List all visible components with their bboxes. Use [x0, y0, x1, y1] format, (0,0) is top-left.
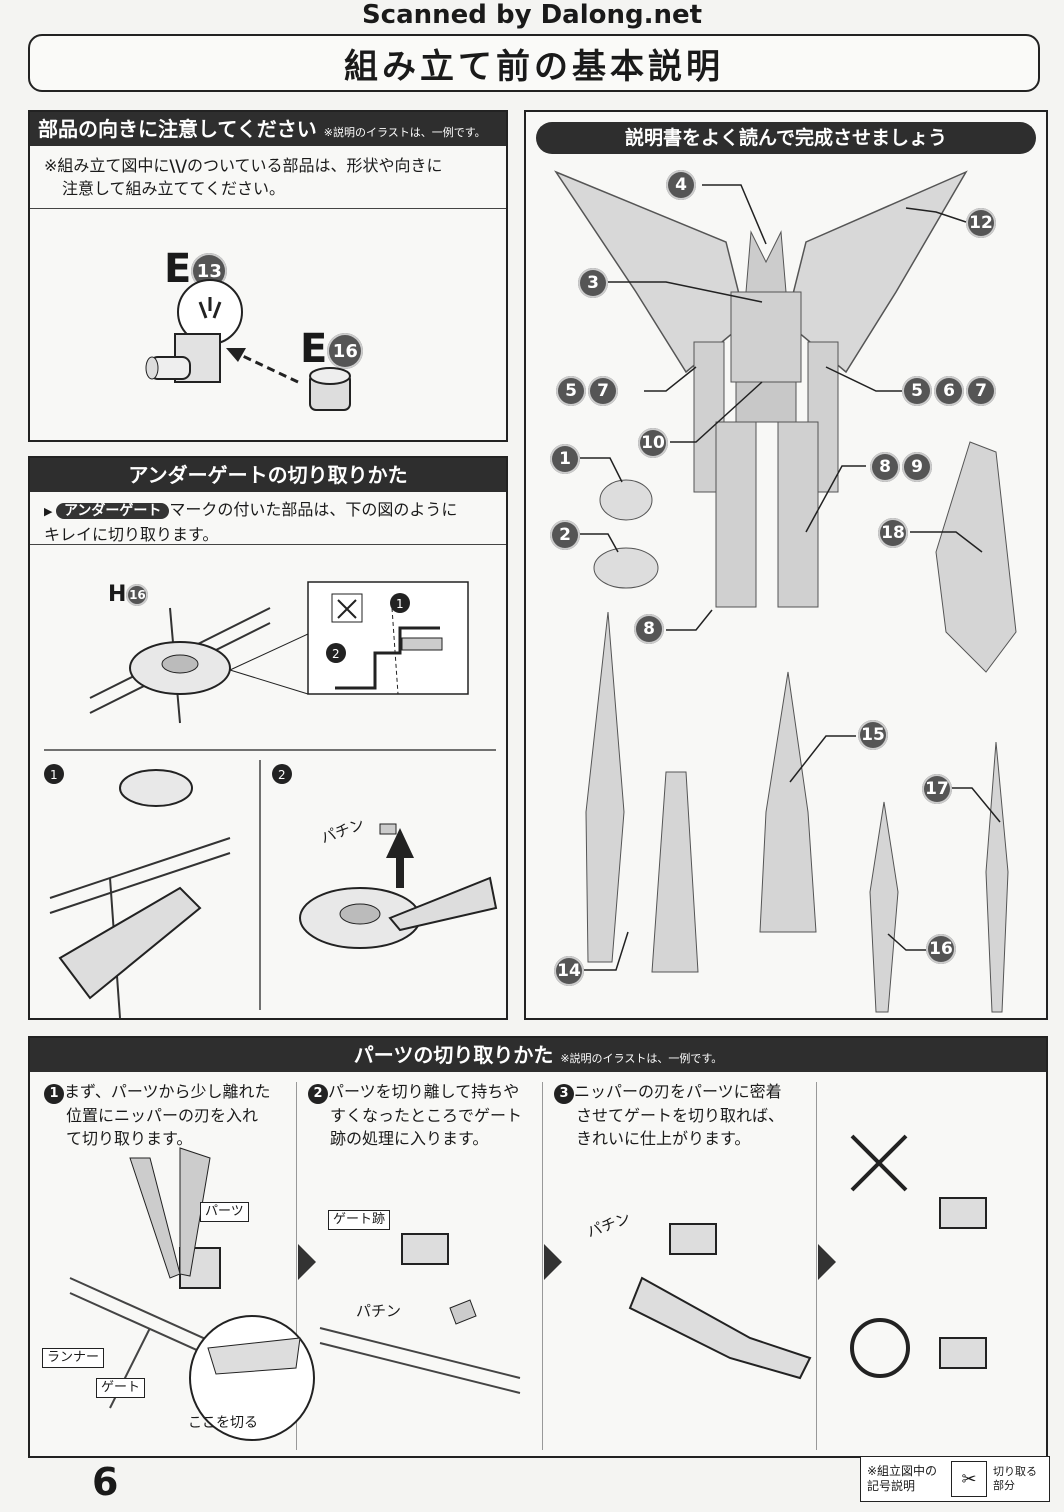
cutting-note: ※説明のイラストは、一例です。: [560, 1052, 723, 1065]
callout-12: 12: [966, 208, 996, 238]
cutting-header: パーツの切り取りかた ※説明のイラストは、一例です。: [30, 1038, 1046, 1072]
orientation-header: 部品の向きに注意してください ※説明のイラストは、一例です。: [30, 112, 506, 146]
orientation-body-2: 注意して組み立ててください。: [62, 179, 286, 198]
label-gate: ゲート: [96, 1378, 146, 1398]
complete-title: 説明書をよく読んで完成させましょう: [624, 127, 948, 149]
page-number: 6: [92, 1460, 119, 1504]
callout-10: 10: [638, 428, 668, 458]
cutting-sfx-2: パチン: [356, 1302, 402, 1320]
cutting-illustration: [69, 1134, 987, 1441]
callout-2: 2: [550, 520, 580, 550]
complete-panel: 説明書をよく読んで完成させましょう: [524, 110, 1048, 1020]
callout-16: 16: [926, 934, 956, 964]
page-title: 組み立て前の基本説明: [28, 34, 1040, 92]
orientation-note: ※説明のイラストは、一例です。: [323, 126, 486, 139]
orientation-panel: 部品の向きに注意してください ※説明のイラストは、一例です。 ※組み立て図中に\…: [28, 110, 508, 442]
undergate-body-2: キレイに切り取ります。: [44, 525, 219, 544]
orientation-title: 部品の向きに注意してください: [38, 117, 317, 141]
callout-17: 17: [922, 774, 952, 804]
svg-text:1: 1: [396, 597, 404, 611]
orientation-illustration: [145, 279, 351, 411]
cutting-title: パーツの切り取りかた: [353, 1043, 554, 1067]
undergate-illustration: 1 2 1 2: [44, 581, 498, 1019]
undergate-body-1: マークの付いた部品は、下の図のように: [169, 500, 458, 519]
undergate-badge: アンダーゲート: [55, 503, 170, 519]
callout-15: 15: [858, 720, 888, 750]
legend-title: ※組立図中の 記号説明: [867, 1464, 938, 1493]
label-gate-mark: ゲート跡: [328, 1210, 391, 1230]
undergate-header: アンダーゲートの切り取りかた: [30, 458, 506, 492]
callout-14: 14: [554, 956, 584, 986]
undergate-title: アンダーゲートの切り取りかた: [128, 463, 408, 487]
gundam-illustration: [554, 170, 1017, 1013]
undergate-panel: アンダーゲートの切り取りかた ▶ アンダーゲートマークの付いた部品は、下の図のよ…: [28, 456, 508, 1020]
scan-credit: Scanned by Dalong.net: [361, 0, 703, 30]
label-cut-here: ここを切る: [188, 1415, 258, 1431]
undergate-text: ▶ アンダーゲートマークの付いた部品は、下の図のように キレイに切り取ります。: [30, 492, 506, 552]
nipper-icon: ✂: [951, 1461, 987, 1497]
svg-text:2: 2: [332, 647, 340, 661]
callout-8: 8: [634, 614, 664, 644]
callout-1: 1: [550, 444, 580, 474]
label-runner: ランナー: [42, 1348, 105, 1368]
legend-item: 切り取る 部分: [993, 1465, 1037, 1492]
callout-3: 3: [578, 268, 608, 298]
orientation-body-1b: のついている部品は、形状や向きに: [186, 156, 443, 175]
orientation-text: ※組み立て図中に\\/のついている部品は、形状や向きに 注意して組み立ててくださ…: [30, 146, 506, 208]
callout-18: 18: [878, 518, 908, 548]
legend-box: ※組立図中の 記号説明 ✂ 切り取る 部分: [860, 1456, 1050, 1502]
svg-text:2: 2: [278, 768, 286, 782]
orientation-body-1: ※組み立て図中に: [44, 156, 170, 175]
orientation-mark-icon: \\/: [169, 156, 187, 175]
svg-text:1: 1: [50, 768, 58, 782]
complete-header: 説明書をよく読んで完成させましょう: [536, 122, 1036, 154]
callout-4: 4: [666, 170, 696, 200]
label-parts: パーツ: [200, 1202, 249, 1222]
